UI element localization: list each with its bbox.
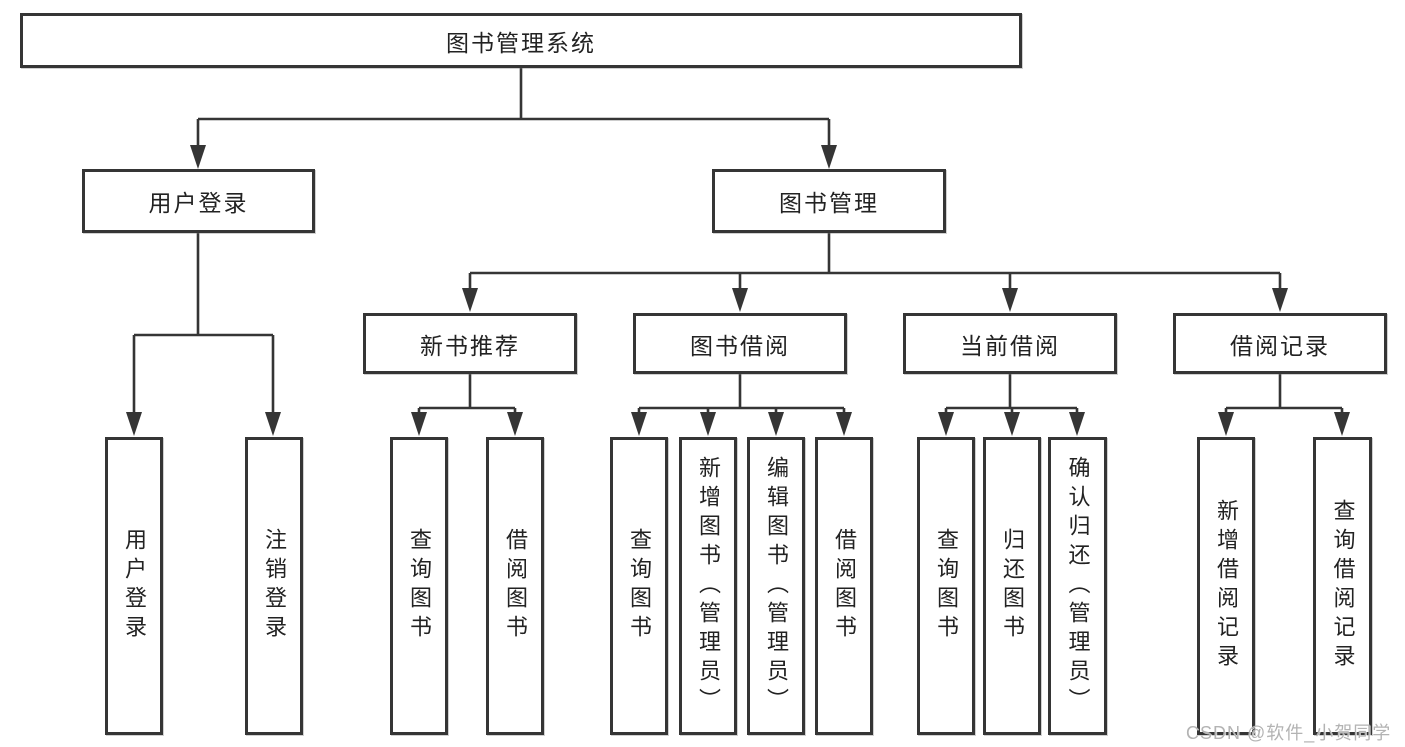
node-leaf-query-borrow-record: 查询借阅记录 (1313, 437, 1372, 735)
node-label: 新增借阅记录 (1214, 499, 1239, 673)
node-leaf-logout: 注销登录 (245, 437, 303, 735)
node-label: 编辑图书（管理员） (764, 455, 789, 717)
node-label: 借阅图书 (503, 528, 528, 644)
node-label: 查询图书 (407, 528, 432, 644)
node-user-login: 用户登录 (82, 169, 315, 233)
node-label: 查询图书 (934, 528, 959, 644)
node-leaf-edit-books-admin: 编辑图书（管理员） (747, 437, 805, 735)
node-leaf-borrow-books: 借阅图书 (815, 437, 873, 735)
arrowheads (126, 145, 1350, 436)
node-leaf-add-borrow-record: 新增借阅记录 (1197, 437, 1255, 735)
node-label: 当前借阅 (960, 332, 1060, 359)
node-leaf-borrow-books-recommend: 借阅图书 (486, 437, 544, 735)
node-label: 注销登录 (262, 528, 287, 644)
node-leaf-confirm-return-admin: 确认归还（管理员） (1048, 437, 1107, 735)
node-leaf-query-books-recommend: 查询图书 (390, 437, 448, 735)
node-label: 图书管理系统 (446, 29, 596, 56)
node-label: 新书推荐 (420, 332, 520, 359)
node-new-book-recommend: 新书推荐 (363, 313, 577, 374)
node-label: 新增图书（管理员） (696, 455, 721, 717)
node-leaf-query-books-borrow: 查询图书 (610, 437, 668, 735)
node-current-borrowing: 当前借阅 (903, 313, 1117, 374)
node-leaf-add-books-admin: 新增图书（管理员） (679, 437, 737, 735)
node-borrowing-records: 借阅记录 (1173, 313, 1387, 374)
node-label: 用户登录 (148, 190, 249, 216)
csdn-watermark: CSDN @软件_小贺同学 (1186, 723, 1392, 743)
node-label: 确认归还（管理员） (1065, 455, 1091, 717)
node-label: 归还图书 (1000, 528, 1025, 644)
node-label: 用户登录 (122, 528, 147, 644)
node-book-management: 图书管理 (712, 169, 946, 233)
node-label: 图书借阅 (690, 332, 790, 359)
node-label: 借阅记录 (1230, 332, 1330, 359)
connector-paths (132, 68, 1344, 416)
node-leaf-query-books-current: 查询图书 (917, 437, 975, 735)
node-label: 借阅图书 (832, 528, 857, 644)
node-label: 查询图书 (627, 528, 652, 644)
node-leaf-return-books: 归还图书 (983, 437, 1041, 735)
node-label: 查询借阅记录 (1330, 499, 1356, 673)
node-leaf-user-login: 用户登录 (105, 437, 163, 735)
node-root-library-system: 图书管理系统 (20, 13, 1022, 68)
node-book-borrowing: 图书借阅 (633, 313, 847, 374)
node-label: 图书管理 (779, 190, 879, 216)
